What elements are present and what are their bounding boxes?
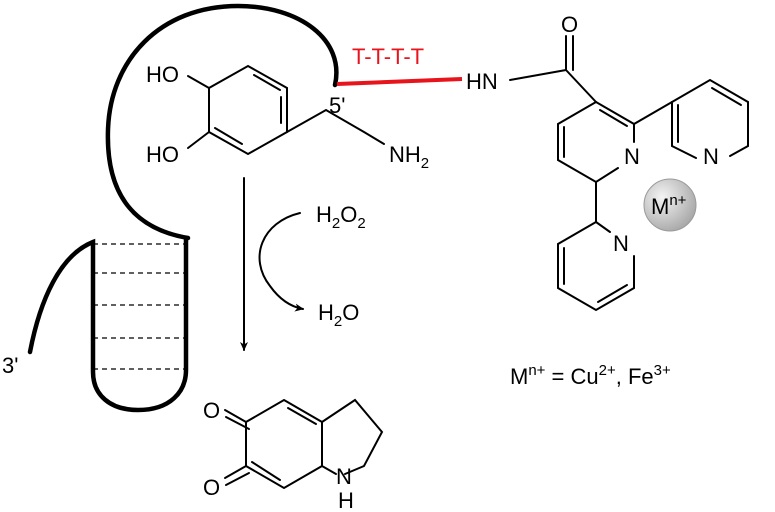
base-pair-lines [93, 243, 186, 370]
curved-cofactor-arrow [258, 212, 304, 312]
five-prime-label: 5' [329, 93, 345, 118]
metal-ion-sphere: Mn+ [643, 178, 697, 232]
dopamine-molecule: HO HO NH2 [146, 62, 429, 172]
quinone-o-top: O [203, 398, 220, 423]
quinone-ring-double [251, 461, 281, 481]
amide-bond [509, 69, 567, 81]
lower-pyridine-ring [557, 221, 635, 312]
indoline-n-bond [321, 465, 337, 475]
three-prime-label: 3' [2, 353, 18, 378]
svg-text:Mn+: Mn+ [651, 192, 687, 219]
pyridine-n-lower: N [613, 231, 629, 256]
pyridine-n-center: N [624, 144, 640, 169]
catechol-ring [208, 64, 288, 156]
indoline-h: H [338, 488, 354, 512]
amide-hn-label: HN [466, 69, 498, 94]
lower-ring-double [597, 284, 628, 303]
amine-label: NH2 [389, 142, 429, 172]
catechol-oh-top: HO [146, 62, 179, 87]
dna-loop-strand [105, 3, 339, 241]
amide-ring-bond [565, 69, 597, 103]
quinone-o-bottom: O [203, 475, 220, 500]
amide-o-label: O [561, 12, 578, 37]
catechol-oh-bottom: HO [146, 142, 179, 167]
central-pyridine-ring [557, 101, 619, 184]
carbonyl-top-double [225, 416, 250, 430]
ring-double-bond [253, 74, 281, 91]
quinone-ring [245, 398, 323, 490]
reaction-arrows: H2O2 H2O [240, 177, 366, 351]
central-pyridine-bond [595, 101, 635, 143]
ring-double-bond [214, 127, 243, 145]
right-ring-double [711, 87, 742, 106]
indoline-n: N [336, 464, 352, 489]
linker-bond [336, 77, 463, 86]
oh-bond-top [187, 75, 210, 89]
carbonyl-bottom-double [225, 472, 250, 486]
central-ring-double [599, 109, 628, 127]
dna-aptamer: 3' 5' [2, 3, 345, 413]
terpyridine-ligand: HN O N N N Mn+ [466, 12, 749, 312]
indoline-ring [321, 398, 384, 475]
ethyl-chain [286, 108, 385, 145]
h2o-label: H2O [318, 300, 359, 330]
tttt-linker: T-T-T-T [336, 44, 463, 86]
oh-bond-bottom [187, 131, 210, 149]
h2o2-label: H2O2 [316, 202, 366, 232]
pyridine-n-right: N [703, 144, 719, 169]
metal-legend: Mn+ = Cu2+, Fe3+ [510, 362, 671, 389]
right-pyridine-ring [671, 78, 749, 157]
quinone-ring-double [287, 407, 317, 425]
carbonyl-top [224, 409, 247, 423]
lower-pyridine-ring-n [595, 221, 611, 233]
bipy-bond-right [633, 101, 673, 125]
carbonyl-bottom [224, 465, 247, 479]
quinone-product: O O N H [203, 398, 384, 512]
linker-label: T-T-T-T [352, 44, 424, 69]
dna-stem-left-strand [27, 235, 189, 413]
right-pyridine-ring-lower [671, 101, 697, 159]
